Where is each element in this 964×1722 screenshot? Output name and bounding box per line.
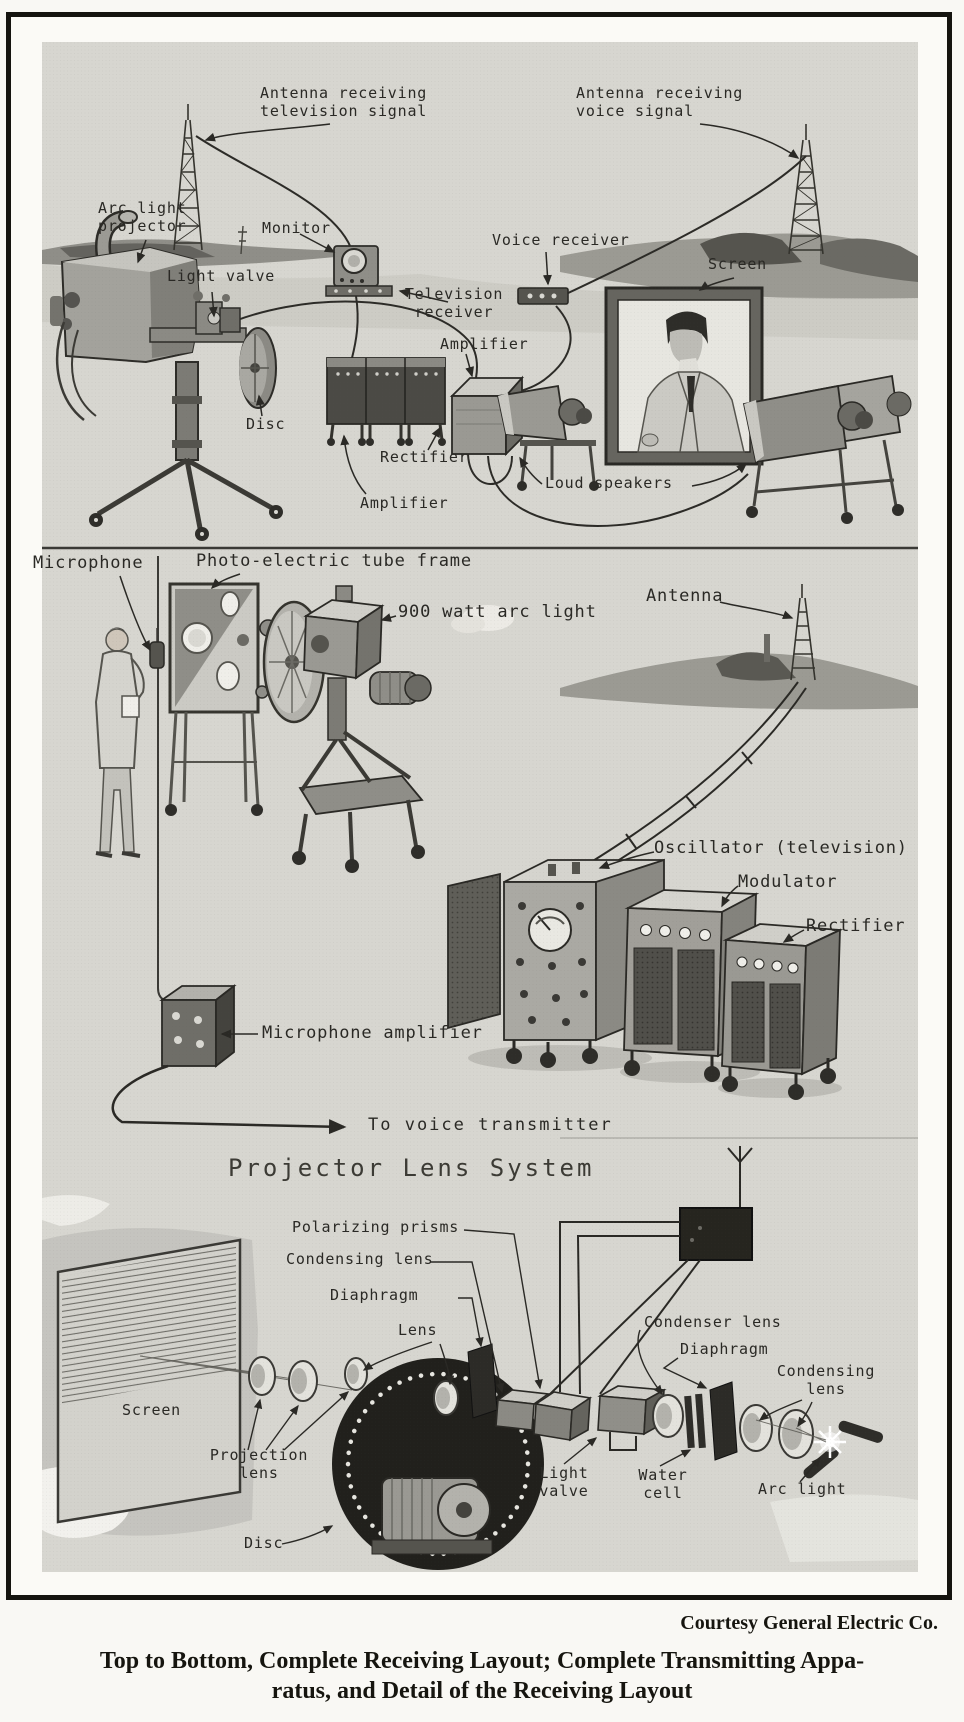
label-television-receiver: Television receiver [404, 285, 504, 321]
label-oscillator: Oscillator (television) [654, 838, 908, 858]
label-lens: Lens [398, 1321, 438, 1339]
label-condensing-lens-left: Condensing lens [286, 1250, 434, 1268]
label-screen-detail: Screen [122, 1401, 181, 1419]
label-to-voice-transmitter: To voice transmitter [368, 1115, 613, 1135]
label-polarizing-prisms: Polarizing prisms [292, 1218, 460, 1236]
label-water-cell: Water cell [638, 1466, 688, 1502]
label-diaphragm-left: Diaphragm [330, 1286, 419, 1304]
label-microphone-amplifier: Microphone amplifier [262, 1023, 483, 1043]
label-antenna-voice: Antenna receiving voice signal [576, 84, 744, 120]
label-disc-detail: Disc [244, 1534, 284, 1552]
label-amplifier-bottom: Amplifier [360, 494, 449, 512]
label-condensing-lens-right: Condensing lens [776, 1362, 876, 1398]
label-diaphragm-right: Diaphragm [680, 1340, 769, 1358]
label-arc-light-detail: Arc light [758, 1480, 847, 1498]
courtesy-credit: Courtesy General Electric Co. [680, 1612, 938, 1634]
label-light-valve-detail: Light valve [539, 1464, 589, 1500]
plate-caption: Top to Bottom, Complete Receiving Layout… [0, 1646, 964, 1706]
label-condenser-lens: Condenser lens [644, 1313, 782, 1331]
label-modulator: Modulator [738, 872, 838, 892]
label-projector-lens-system-title: Projector Lens System [228, 1154, 595, 1182]
label-amplifier-top: Amplifier [440, 335, 529, 353]
label-photo-electric-tube-frame: Photo-electric tube frame [196, 551, 472, 571]
halftone-texture [42, 42, 918, 1572]
label-rectifier-transmitter: Rectifier [806, 916, 906, 936]
label-microphone: Microphone [33, 553, 144, 573]
label-arc-light-projector: Arc light projector [98, 199, 187, 235]
label-antenna-television: Antenna receiving television signal [260, 84, 428, 120]
label-disc: Disc [246, 415, 286, 433]
label-voice-receiver: Voice receiver [492, 231, 630, 249]
label-monitor: Monitor [262, 219, 331, 237]
label-projection-lens: Projection lens [209, 1446, 309, 1482]
caption-line-1: Top to Bottom, Complete Receiving Layout… [99, 1648, 865, 1674]
label-light-valve: Light valve [167, 267, 276, 285]
label-loud-speakers: Loud speakers [545, 474, 673, 492]
caption-line-2: ratus, and Detail of the Receiving Layou… [271, 1678, 693, 1704]
label-rectifier: Rectifier [380, 448, 469, 466]
label-900-watt-arc-light: 900 watt arc light [398, 602, 597, 622]
label-screen: Screen [708, 255, 767, 273]
label-antenna-transmitter: Antenna [646, 586, 724, 606]
